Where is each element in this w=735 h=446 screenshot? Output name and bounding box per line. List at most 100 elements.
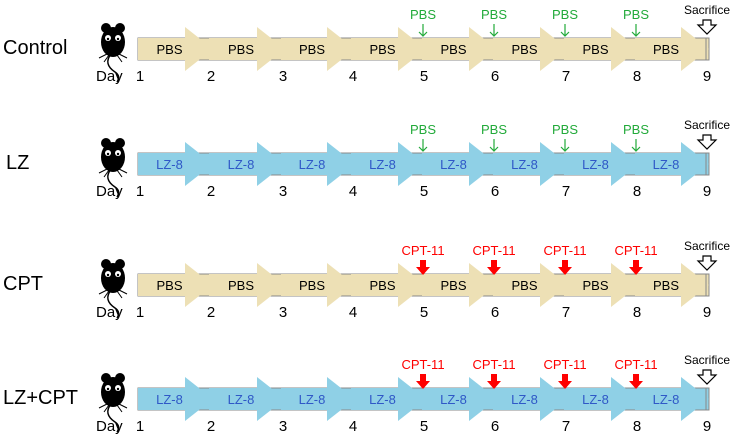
injection-label: PBS <box>623 7 649 22</box>
treatment-arrow-segment <box>281 142 355 186</box>
day-number: 3 <box>279 418 287 435</box>
day-number: 6 <box>491 304 499 321</box>
day-number: 4 <box>349 418 357 435</box>
segment-label: LZ-8 <box>299 157 326 172</box>
segment-label: LZ-8 <box>511 157 538 172</box>
day-number: 3 <box>279 68 287 85</box>
day-number: 1 <box>136 304 144 321</box>
injection-arrow-icon <box>631 24 641 37</box>
injection-arrow-icon <box>487 260 501 275</box>
injection-label: CPT-11 <box>543 357 586 372</box>
segment-label: PBS <box>299 278 325 293</box>
day-number: 7 <box>562 418 570 435</box>
segment-label: PBS <box>582 42 608 57</box>
segment-label: PBS <box>582 278 608 293</box>
day-number: 8 <box>633 68 641 85</box>
injection-label: PBS <box>552 122 578 137</box>
day-number: 8 <box>633 183 641 200</box>
injection-label: CPT-11 <box>614 243 657 258</box>
day-number: 1 <box>136 418 144 435</box>
mouse-whiskers-icon <box>98 403 128 413</box>
day-number: 7 <box>562 68 570 85</box>
mouse-ear-icon <box>101 23 111 33</box>
injection-arrow-icon <box>416 260 430 275</box>
day-number: 8 <box>633 418 641 435</box>
injection-label: CPT-11 <box>401 357 444 372</box>
treatment-arrow-segment <box>351 263 426 307</box>
segment-label: PBS <box>299 42 325 57</box>
day-number: 3 <box>279 304 287 321</box>
segment-label: PBS <box>156 42 182 57</box>
mouse-tail-icon <box>107 289 120 319</box>
day-number: 3 <box>279 183 287 200</box>
mouse-whiskers-icon <box>98 289 128 299</box>
segment-label: PBS <box>511 42 537 57</box>
injection-arrow-icon <box>629 260 643 275</box>
day-number: 7 <box>562 304 570 321</box>
day-number: 8 <box>633 304 641 321</box>
treatment-arrow-segment <box>138 27 213 71</box>
mouse-pupil-icon <box>106 387 110 391</box>
sacrifice-arrow-icon <box>696 369 718 385</box>
day-label: Day <box>96 418 123 435</box>
segment-label: LZ-8 <box>653 392 680 407</box>
segment-label: LZ-8 <box>228 157 255 172</box>
mouse-pupil-icon <box>116 152 120 156</box>
segment-label: LZ-8 <box>369 392 396 407</box>
injection-arrow-icon <box>631 139 641 152</box>
day-number: 2 <box>207 183 215 200</box>
treatment-arrow-segment <box>209 263 285 307</box>
mouse-ear-icon <box>101 259 111 269</box>
mouse-whiskers-icon <box>98 168 128 178</box>
day-number: 6 <box>491 418 499 435</box>
injection-arrow-icon <box>489 139 499 152</box>
group-label: Control <box>3 37 67 59</box>
treatment-arrow-segment <box>422 263 497 307</box>
sacrifice-label: Sacrifice <box>684 118 730 132</box>
treatment-arrow-segment <box>422 142 497 186</box>
mouse-pupil-icon <box>106 273 110 277</box>
day-number: 7 <box>562 183 570 200</box>
treatment-arrow-segment <box>351 142 426 186</box>
injection-label: CPT-11 <box>472 357 515 372</box>
day-number: 9 <box>703 418 711 435</box>
day-label: Day <box>96 68 123 85</box>
treatment-arrow-segment <box>564 263 639 307</box>
treatment-arrow-segment <box>281 377 355 421</box>
group-label: LZ+CPT <box>3 387 78 409</box>
mouse-pupil-icon <box>116 273 120 277</box>
sacrifice-label: Sacrifice <box>684 353 730 367</box>
day-number: 5 <box>420 68 428 85</box>
segment-label: LZ-8 <box>653 157 680 172</box>
mouse-tail-icon <box>107 168 120 198</box>
treatment-arrow-segment <box>422 27 497 71</box>
day-number: 4 <box>349 304 357 321</box>
day-number: 9 <box>703 304 711 321</box>
segment-label: LZ-8 <box>156 392 183 407</box>
treatment-arrow-segment <box>493 27 568 71</box>
treatment-arrow-segment <box>281 27 355 71</box>
segment-label: PBS <box>440 278 466 293</box>
injection-label: PBS <box>623 122 649 137</box>
treatment-arrow-segment <box>351 27 426 71</box>
treatment-arrow-segment <box>138 142 213 186</box>
mouse-ear-icon <box>115 138 125 148</box>
treatment-arrow-segment <box>209 27 285 71</box>
mouse-pupil-icon <box>116 37 120 41</box>
day-number: 6 <box>491 183 499 200</box>
treatment-arrow-segment <box>635 142 709 186</box>
mouse-body-icon <box>101 142 125 172</box>
day-number: 4 <box>349 183 357 200</box>
day-label: Day <box>96 304 123 321</box>
segment-label: LZ-8 <box>440 392 467 407</box>
treatment-arrow-segment <box>493 377 568 421</box>
sacrifice-label: Sacrifice <box>684 3 730 17</box>
treatment-arrow-segment <box>635 263 709 307</box>
day-number: 1 <box>136 183 144 200</box>
segment-label: PBS <box>369 42 395 57</box>
treatment-arrow-segment <box>281 263 355 307</box>
